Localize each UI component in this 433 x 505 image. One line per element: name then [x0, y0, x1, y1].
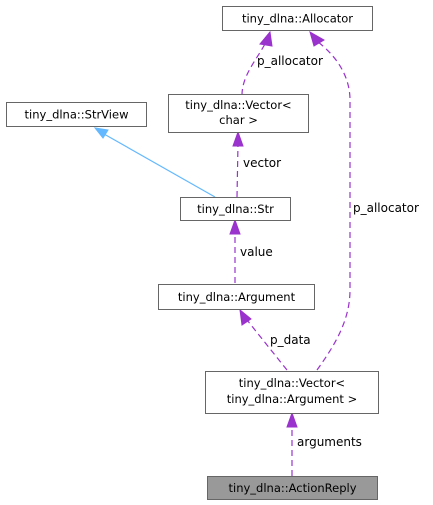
edge-str-to-strview: [103, 133, 216, 198]
node-vector-char[interactable]: tiny_dlna::Vector< char >: [168, 94, 309, 133]
arrowhead-str: [229, 218, 241, 235]
arrowhead-argument: [239, 308, 252, 326]
edge-vector-arg-to-argument: [246, 319, 288, 371]
node-actionreply[interactable]: tiny_dlna::ActionReply: [207, 476, 378, 500]
arrowhead-allocator-left: [259, 30, 273, 47]
svg-text:tiny_dlna::StrView: tiny_dlna::StrView: [25, 108, 129, 122]
svg-text:tiny_dlna::Argument >: tiny_dlna::Argument >: [227, 392, 357, 406]
svg-text:tiny_dlna::ActionReply: tiny_dlna::ActionReply: [229, 481, 357, 495]
svg-text:tiny_dlna::Str: tiny_dlna::Str: [197, 202, 274, 216]
node-allocator[interactable]: tiny_dlna::Allocator: [222, 6, 373, 31]
svg-text:tiny_dlna::Allocator: tiny_dlna::Allocator: [242, 12, 353, 26]
node-argument[interactable]: tiny_dlna::Argument: [158, 284, 315, 310]
label-value: value: [240, 245, 273, 259]
node-strview[interactable]: tiny_dlna::StrView: [6, 102, 147, 127]
svg-text:char >: char >: [219, 113, 258, 127]
svg-text:tiny_dlna::Vector<: tiny_dlna::Vector<: [239, 376, 345, 390]
label-p-allocator-left: p_allocator: [257, 54, 323, 68]
label-vector: vector: [243, 156, 281, 170]
arrowhead-allocator-right: [309, 30, 325, 47]
node-str[interactable]: tiny_dlna::Str: [180, 197, 291, 221]
label-p-data: p_data: [270, 333, 311, 347]
edge-vector-char-to-allocator: [241, 41, 267, 96]
node-vector-argument[interactable]: tiny_dlna::Vector< tiny_dlna::Argument >: [205, 371, 379, 414]
label-arguments: arguments: [297, 435, 362, 449]
edge-str-to-vector-char: [236, 143, 239, 198]
arrowhead-vector-arg: [286, 411, 298, 428]
svg-text:tiny_dlna::Argument: tiny_dlna::Argument: [178, 290, 296, 304]
label-p-allocator-right: p_allocator: [353, 201, 419, 215]
svg-text:tiny_dlna::Vector<: tiny_dlna::Vector<: [185, 98, 291, 112]
arrowhead-strview: [93, 127, 109, 139]
arrowhead-vector-char: [232, 130, 244, 147]
edge-vector-arg-to-allocator: [316, 41, 351, 371]
